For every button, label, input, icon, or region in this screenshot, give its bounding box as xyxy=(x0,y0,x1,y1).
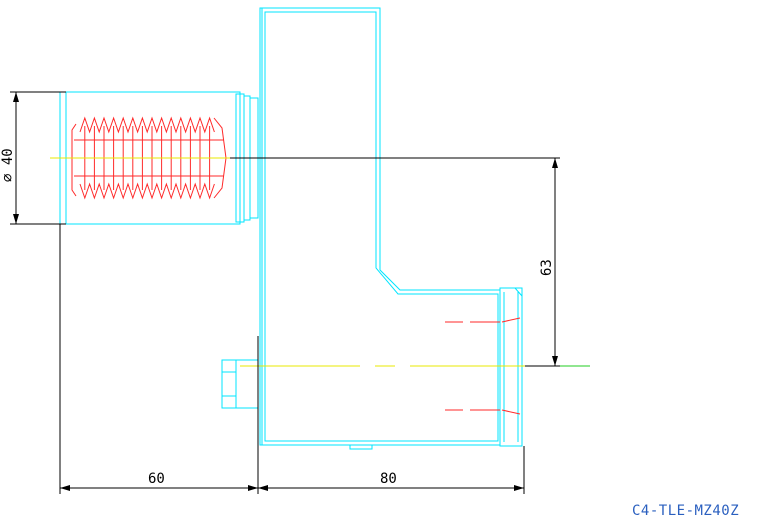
diameter-label: ⌀ 40 xyxy=(0,148,16,182)
dimension-lengths: 60 80 xyxy=(59,224,525,494)
hidden-bore-lines xyxy=(445,317,521,415)
part-code: C4-TLE-MZ40Z xyxy=(632,503,739,519)
length-left-label: 60 xyxy=(148,471,165,487)
dimension-height: 63 xyxy=(539,158,558,366)
right-flange xyxy=(499,287,523,447)
length-right-label: 80 xyxy=(380,471,397,487)
thread-crest xyxy=(79,182,215,200)
bottom-nub xyxy=(349,444,373,450)
tool-holder-body xyxy=(259,7,501,446)
clamp-block xyxy=(221,359,259,409)
dimension-diameter: ⌀ 40 xyxy=(0,91,66,225)
height-label: 63 xyxy=(539,259,555,276)
centerlines xyxy=(50,157,590,367)
thread-crest xyxy=(79,116,215,134)
